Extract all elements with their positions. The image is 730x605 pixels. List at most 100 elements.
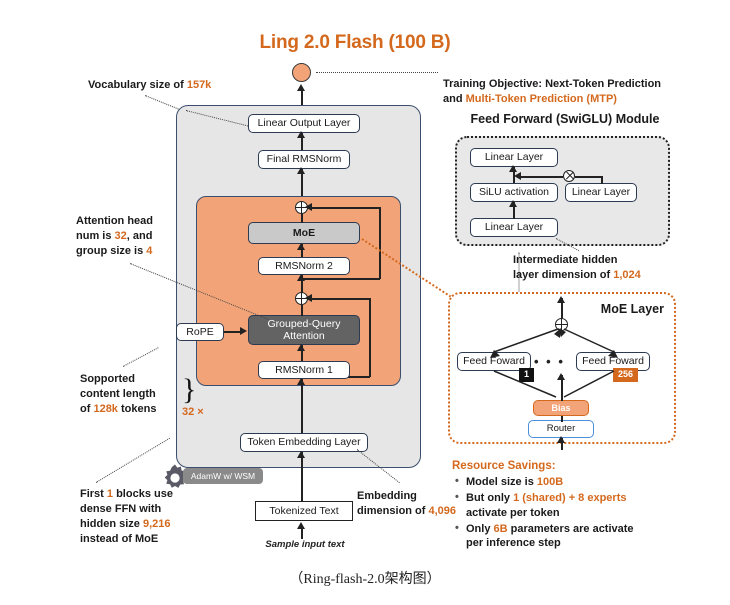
line-rmsnorm1-attn bbox=[301, 345, 303, 361]
moe-arrowhead-output bbox=[557, 296, 565, 303]
annotation-context-length: Sopported content length of 128k tokens bbox=[80, 372, 220, 417]
moe-arrowhead-shared bbox=[557, 373, 565, 380]
moe-line-bias-up bbox=[561, 375, 563, 401]
moe-layer-label: MoE Layer bbox=[600, 302, 664, 316]
moe-connection-lines bbox=[490, 328, 618, 398]
residual-line-attn-h bbox=[308, 298, 370, 300]
arrowhead-moe bbox=[297, 243, 305, 250]
arrowhead-embed bbox=[297, 451, 305, 458]
residual-line-moe-b bbox=[301, 278, 380, 280]
annotation-embedding-dim: Embedding dimension of 4,096 bbox=[357, 489, 507, 519]
resource-savings-heading: Resource Savings: bbox=[452, 460, 556, 472]
active-experts-value: 1 (shared) + 8 experts bbox=[513, 492, 627, 505]
dense-ffn-line3: hidden size 9,216 bbox=[80, 517, 171, 530]
leader-context-length bbox=[122, 347, 159, 367]
diagram-title: Ling 2.0 Flash (100 B) bbox=[259, 32, 451, 53]
residual-line-attn-v bbox=[369, 298, 371, 377]
model-output-node bbox=[292, 63, 311, 82]
resource-savings-block: Resource Savings: Model size is 100B But… bbox=[452, 460, 712, 552]
intermediate-dim-line1: Intermediate hidden bbox=[513, 254, 618, 266]
residual-arrow-attn bbox=[305, 294, 312, 302]
line-moe-up bbox=[301, 214, 303, 223]
attention-head-line1: Attention head bbox=[76, 215, 153, 227]
line-rope-attn bbox=[224, 331, 241, 333]
sample-input-text: Sample input text bbox=[265, 539, 345, 550]
intermediate-dim-value: 1,024 bbox=[613, 268, 641, 281]
annotation-intermediate-dim: Intermediate hidden layer dimension of 1… bbox=[513, 253, 693, 283]
vocabulary-value: 157k bbox=[186, 79, 212, 91]
arrow-output-line bbox=[301, 88, 303, 114]
arrowhead-frn bbox=[297, 167, 305, 174]
attention-head-line3: group size is 4 bbox=[76, 244, 153, 257]
annotation-attention-head: Attention head num is 32, and group size… bbox=[76, 214, 216, 259]
swiglu-arrowhead-silu bbox=[509, 200, 517, 207]
resource-savings-item-1: Model size is 100B bbox=[455, 474, 712, 489]
moe-line-output bbox=[561, 298, 563, 318]
moe-line-router-in bbox=[561, 438, 563, 450]
embedding-dim-line2: dimension of 4,096 bbox=[357, 504, 457, 517]
swiglu-bottom-linear-layer[interactable]: Linear Layer bbox=[470, 218, 558, 237]
residual-line-moe-h bbox=[308, 207, 380, 209]
moe-line-bias-router bbox=[561, 416, 563, 422]
swiglu-silu-activation[interactable]: SiLU activation bbox=[470, 183, 558, 202]
moe-bias[interactable]: Bias bbox=[533, 400, 589, 416]
swiglu-arrowhead-mult bbox=[514, 172, 521, 180]
block-tokenized-text[interactable]: Tokenized Text bbox=[255, 501, 353, 521]
swiglu-line-bottom-silu bbox=[513, 202, 515, 219]
line-sample-tokenized bbox=[301, 527, 303, 539]
residual-add-attention bbox=[295, 292, 308, 305]
figure-caption: （Ring-flash-2.0架构图） bbox=[289, 572, 441, 587]
active-params-value: 6B bbox=[493, 522, 508, 535]
dense-ffn-blocks: 1 bbox=[106, 488, 114, 500]
attention-head-num: 32 bbox=[114, 229, 127, 242]
arrowhead-rope bbox=[240, 327, 247, 335]
block-repeat-count: 32 × bbox=[182, 406, 204, 418]
moe-expert-last[interactable]: Feed Foward bbox=[576, 352, 650, 371]
gear-icon bbox=[164, 464, 186, 488]
block-rmsnorm1[interactable]: RMSNorm 1 bbox=[258, 361, 350, 379]
block-grouped-query-attention[interactable]: Grouped-Query Attention bbox=[248, 315, 360, 345]
block-moe[interactable]: MoE bbox=[248, 222, 360, 244]
swiglu-gate-linear-layer[interactable]: Linear Layer bbox=[565, 183, 637, 202]
block-final-rmsnorm[interactable]: Final RMSNorm bbox=[258, 150, 350, 169]
leader-training-objective bbox=[316, 72, 438, 73]
intermediate-dim-line2: layer dimension of 1,024 bbox=[513, 268, 641, 281]
swiglu-line-silu-top bbox=[513, 167, 515, 183]
line-frn-to-block bbox=[301, 169, 303, 199]
block-token-embedding-layer[interactable]: Token Embedding Layer bbox=[240, 433, 368, 452]
moe-expert-first-index: 1 bbox=[519, 368, 535, 382]
line-rmsnorm2-moe bbox=[301, 244, 303, 258]
arrowhead-lol bbox=[297, 131, 305, 138]
line-embed-rmsnorm1 bbox=[301, 379, 303, 433]
context-length-line3: of 128k tokens bbox=[80, 402, 157, 415]
arrow-output-head bbox=[297, 84, 305, 91]
dense-ffn-line2: dense FFN with bbox=[80, 502, 162, 515]
training-objective-line2: and Multi-Token Prediction (MTP) bbox=[443, 92, 617, 105]
resource-savings-item-3-line2: per inference step bbox=[466, 537, 561, 550]
residual-arrow-moe bbox=[305, 203, 312, 211]
annotation-dense-ffn: First 1 blocks use dense FFN with hidden… bbox=[80, 487, 220, 546]
arrowhead-rmsnorm1 bbox=[297, 378, 305, 385]
line-lol-to-frn bbox=[301, 133, 303, 151]
resource-savings-item-2: But only 1 (shared) + 8 experts activate… bbox=[455, 490, 712, 520]
swiglu-line-mult-left bbox=[517, 176, 563, 178]
block-rmsnorm2[interactable]: RMSNorm 2 bbox=[258, 257, 350, 275]
arrowhead-attn bbox=[297, 344, 305, 351]
swiglu-line-mult-right bbox=[575, 176, 602, 178]
line-tokenized-embed bbox=[301, 452, 303, 502]
swiglu-line-gate-up bbox=[601, 176, 603, 184]
repeat-brace: } bbox=[182, 373, 197, 406]
attention-head-line2: num is 32, and bbox=[76, 229, 153, 242]
swiglu-top-linear-layer[interactable]: Linear Layer bbox=[470, 148, 558, 167]
block-linear-output-layer[interactable]: Linear Output Layer bbox=[248, 114, 360, 133]
annotation-training-objective: Training Objective: Next-Token Predictio… bbox=[443, 77, 723, 107]
arrowhead-rmsnorm2 bbox=[297, 274, 305, 281]
resource-savings-item-2-line2: activate per token bbox=[466, 506, 560, 519]
attention-label-line2: Attention bbox=[283, 330, 325, 342]
dense-ffn-hidden-size: 9,216 bbox=[142, 517, 171, 530]
moe-experts-ellipsis: • • • bbox=[534, 354, 565, 369]
block-rope[interactable]: RoPE bbox=[176, 323, 224, 341]
moe-expert-last-index: 256 bbox=[613, 368, 639, 382]
swiglu-multiply-node bbox=[563, 170, 575, 182]
